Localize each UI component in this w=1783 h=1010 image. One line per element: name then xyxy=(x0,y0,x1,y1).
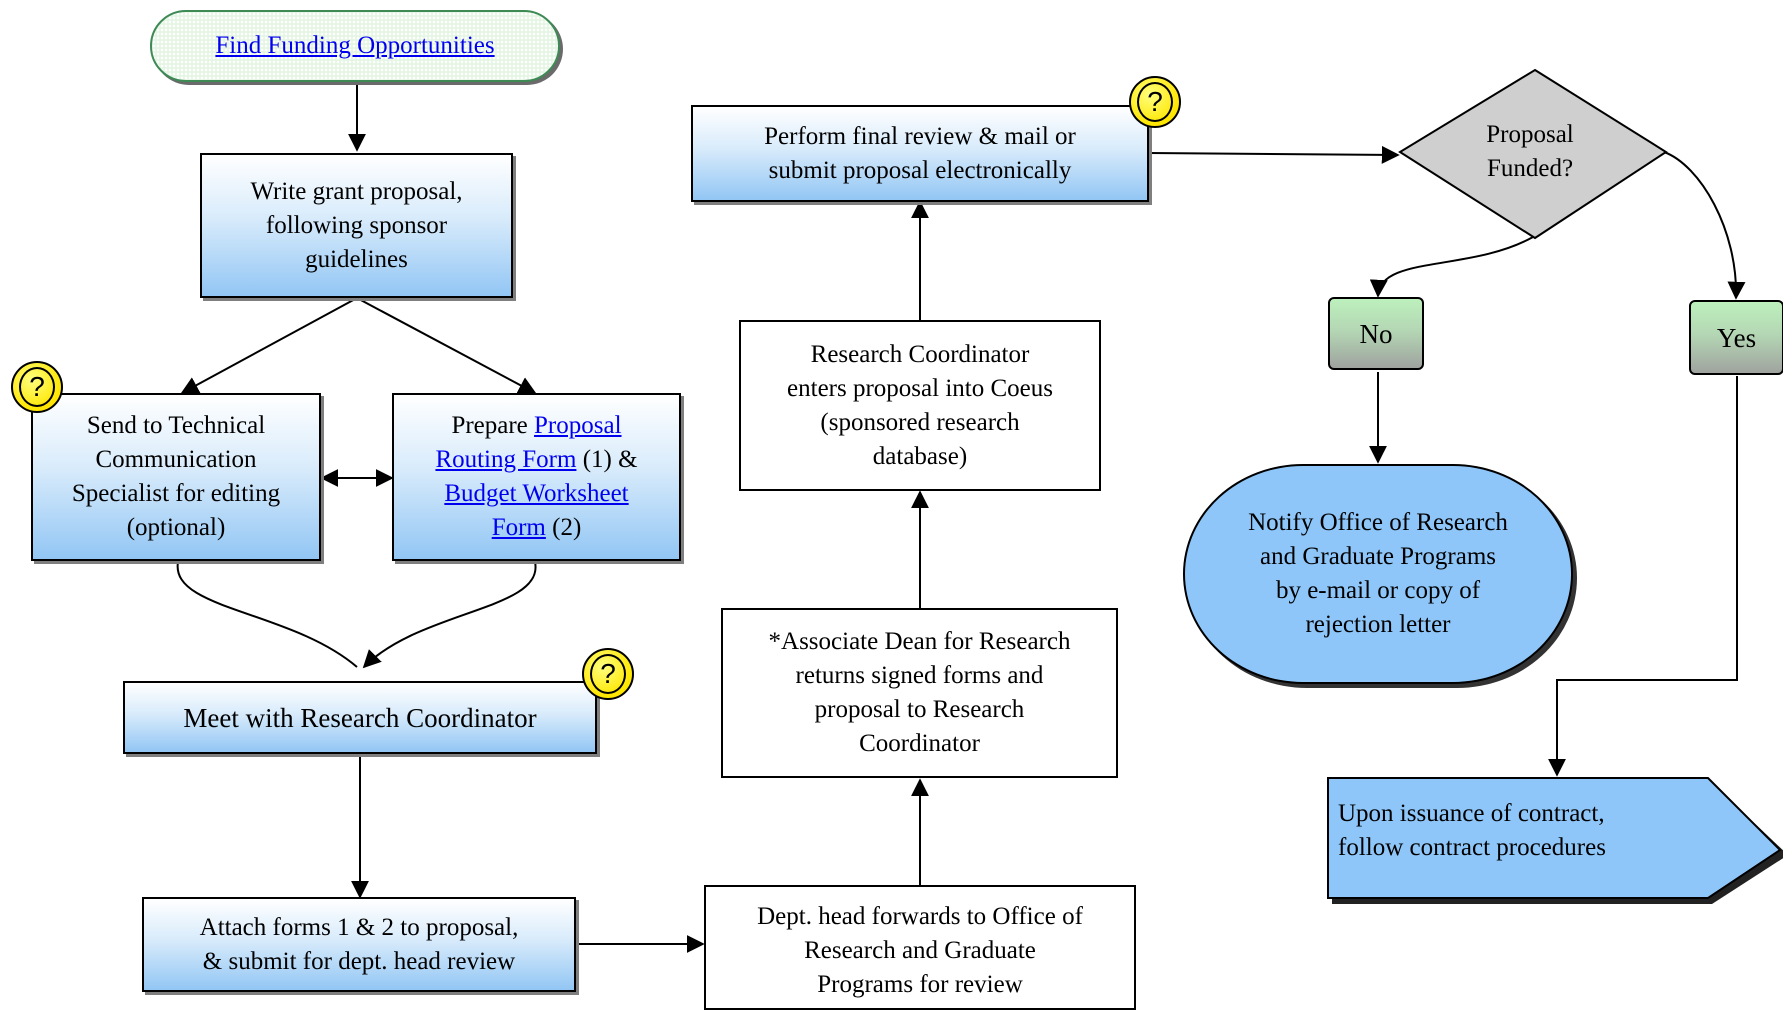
dept-line-1: Dept. head forwards to Office of xyxy=(757,903,1083,930)
contract-label: Upon issuance of contract, follow contra… xyxy=(1338,797,1606,865)
arrow-final-to-decision xyxy=(1148,145,1400,164)
no-branch-box: No xyxy=(1328,297,1424,370)
help-symbol: ? xyxy=(1137,82,1173,122)
notify-line-3: by e-mail or copy of xyxy=(1275,577,1481,604)
dept-head-box: Dept. head forwards to Office of Researc… xyxy=(704,885,1136,1010)
dept-line-3: Programs for review xyxy=(817,971,1023,998)
send-to-specialist-box: Send to Technical Communication Speciali… xyxy=(31,393,321,561)
help-icon-meet[interactable]: ? xyxy=(582,648,634,700)
decision-line-2: Funded? xyxy=(1486,155,1574,182)
coord-line-2: enters proposal into Coeus xyxy=(787,374,1053,402)
final-review-box: Perform final review & mail or submit pr… xyxy=(691,105,1149,202)
prepare-mid: (1) & xyxy=(576,446,638,473)
dept-line-2: Research and Graduate xyxy=(804,937,1036,964)
find-funding-link[interactable]: Find Funding Opportunities xyxy=(215,32,495,59)
write-line-2: following sponsor xyxy=(265,211,448,239)
prepare-suffix: (2) xyxy=(545,514,582,541)
help-symbol: ? xyxy=(19,367,55,407)
budget-worksheet-form-link-b[interactable]: Form xyxy=(491,514,546,541)
notify-line-2: and Graduate Programs xyxy=(1259,543,1497,570)
curve-decision-to-no xyxy=(1369,236,1534,298)
coord-line-3: (sponsored research xyxy=(820,408,1020,436)
meet-coordinator-box: Meet with Research Coordinator xyxy=(123,681,597,754)
send-line-4: (optional) xyxy=(126,514,226,541)
notify-line-4: rejection letter xyxy=(1305,611,1451,638)
dean-line-3: proposal to Research xyxy=(814,696,1025,723)
yes-branch-box: Yes xyxy=(1689,300,1783,375)
attach-line-2: & submit for dept. head review xyxy=(202,947,516,975)
send-line-3: Specialist for editing xyxy=(71,480,281,507)
prepare-prefix: Prepare xyxy=(451,412,535,439)
coord-line-1: Research Coordinator xyxy=(810,340,1030,368)
dean-line-1: *Associate Dean for Research xyxy=(768,628,1071,655)
arrow-write-to-prepare xyxy=(356,297,537,394)
contract-line-1: Upon issuance of contract, xyxy=(1338,800,1605,827)
final-line-1: Perform final review & mail or xyxy=(764,122,1076,150)
final-line-2: submit proposal electronically xyxy=(768,156,1072,184)
arrow-write-to-send xyxy=(180,297,358,394)
research-coordinator-box: Research Coordinator enters proposal int… xyxy=(739,320,1101,491)
send-line-1: Send to Technical xyxy=(86,412,266,439)
dean-line-2: returns signed forms and xyxy=(795,662,1044,689)
curve-decision-to-yes xyxy=(1663,151,1746,300)
send-line-2: Communication xyxy=(95,446,257,473)
contract-line-2: follow contract procedures xyxy=(1338,834,1606,861)
arrow-yes-to-contract xyxy=(1548,376,1738,777)
curve-prepare-to-meet xyxy=(362,561,537,669)
write-line-3: guidelines xyxy=(305,245,408,273)
associate-dean-box: *Associate Dean for Research returns sig… xyxy=(721,608,1118,778)
help-icon-send[interactable]: ? xyxy=(11,361,63,413)
proposal-routing-form-link-a[interactable]: Proposal xyxy=(534,412,622,439)
help-symbol: ? xyxy=(590,654,626,694)
contract-shape xyxy=(1327,777,1782,899)
yes-label: Yes xyxy=(1716,322,1757,353)
decision-label: Proposal Funded? xyxy=(1430,118,1630,186)
decision-line-1: Proposal xyxy=(1486,121,1574,148)
help-icon-final[interactable]: ? xyxy=(1129,76,1181,128)
coord-line-4: database) xyxy=(872,442,968,470)
attach-line-1: Attach forms 1 & 2 to proposal, xyxy=(199,913,519,941)
find-funding-start: Find Funding Opportunities xyxy=(150,10,560,82)
attach-forms-box: Attach forms 1 & 2 to proposal, & submit… xyxy=(142,897,576,992)
meet-label: Meet with Research Coordinator xyxy=(183,702,537,733)
decision-diamond xyxy=(1398,68,1668,240)
write-proposal-box: Write grant proposal, following sponsor … xyxy=(200,153,513,298)
curve-send-to-meet xyxy=(176,561,358,668)
proposal-routing-form-link-b[interactable]: Routing Form xyxy=(435,446,577,473)
no-label: No xyxy=(1359,318,1393,349)
budget-worksheet-form-link-a[interactable]: Budget Worksheet xyxy=(444,480,629,507)
notify-line-1: Notify Office of Research xyxy=(1248,509,1508,536)
write-line-1: Write grant proposal, xyxy=(250,177,463,205)
notify-office-terminal: Notify Office of Research and Graduate P… xyxy=(1183,464,1573,684)
dean-line-4: Coordinator xyxy=(859,730,980,757)
prepare-forms-box: Prepare Proposal Routing Form (1) & Budg… xyxy=(392,393,681,561)
